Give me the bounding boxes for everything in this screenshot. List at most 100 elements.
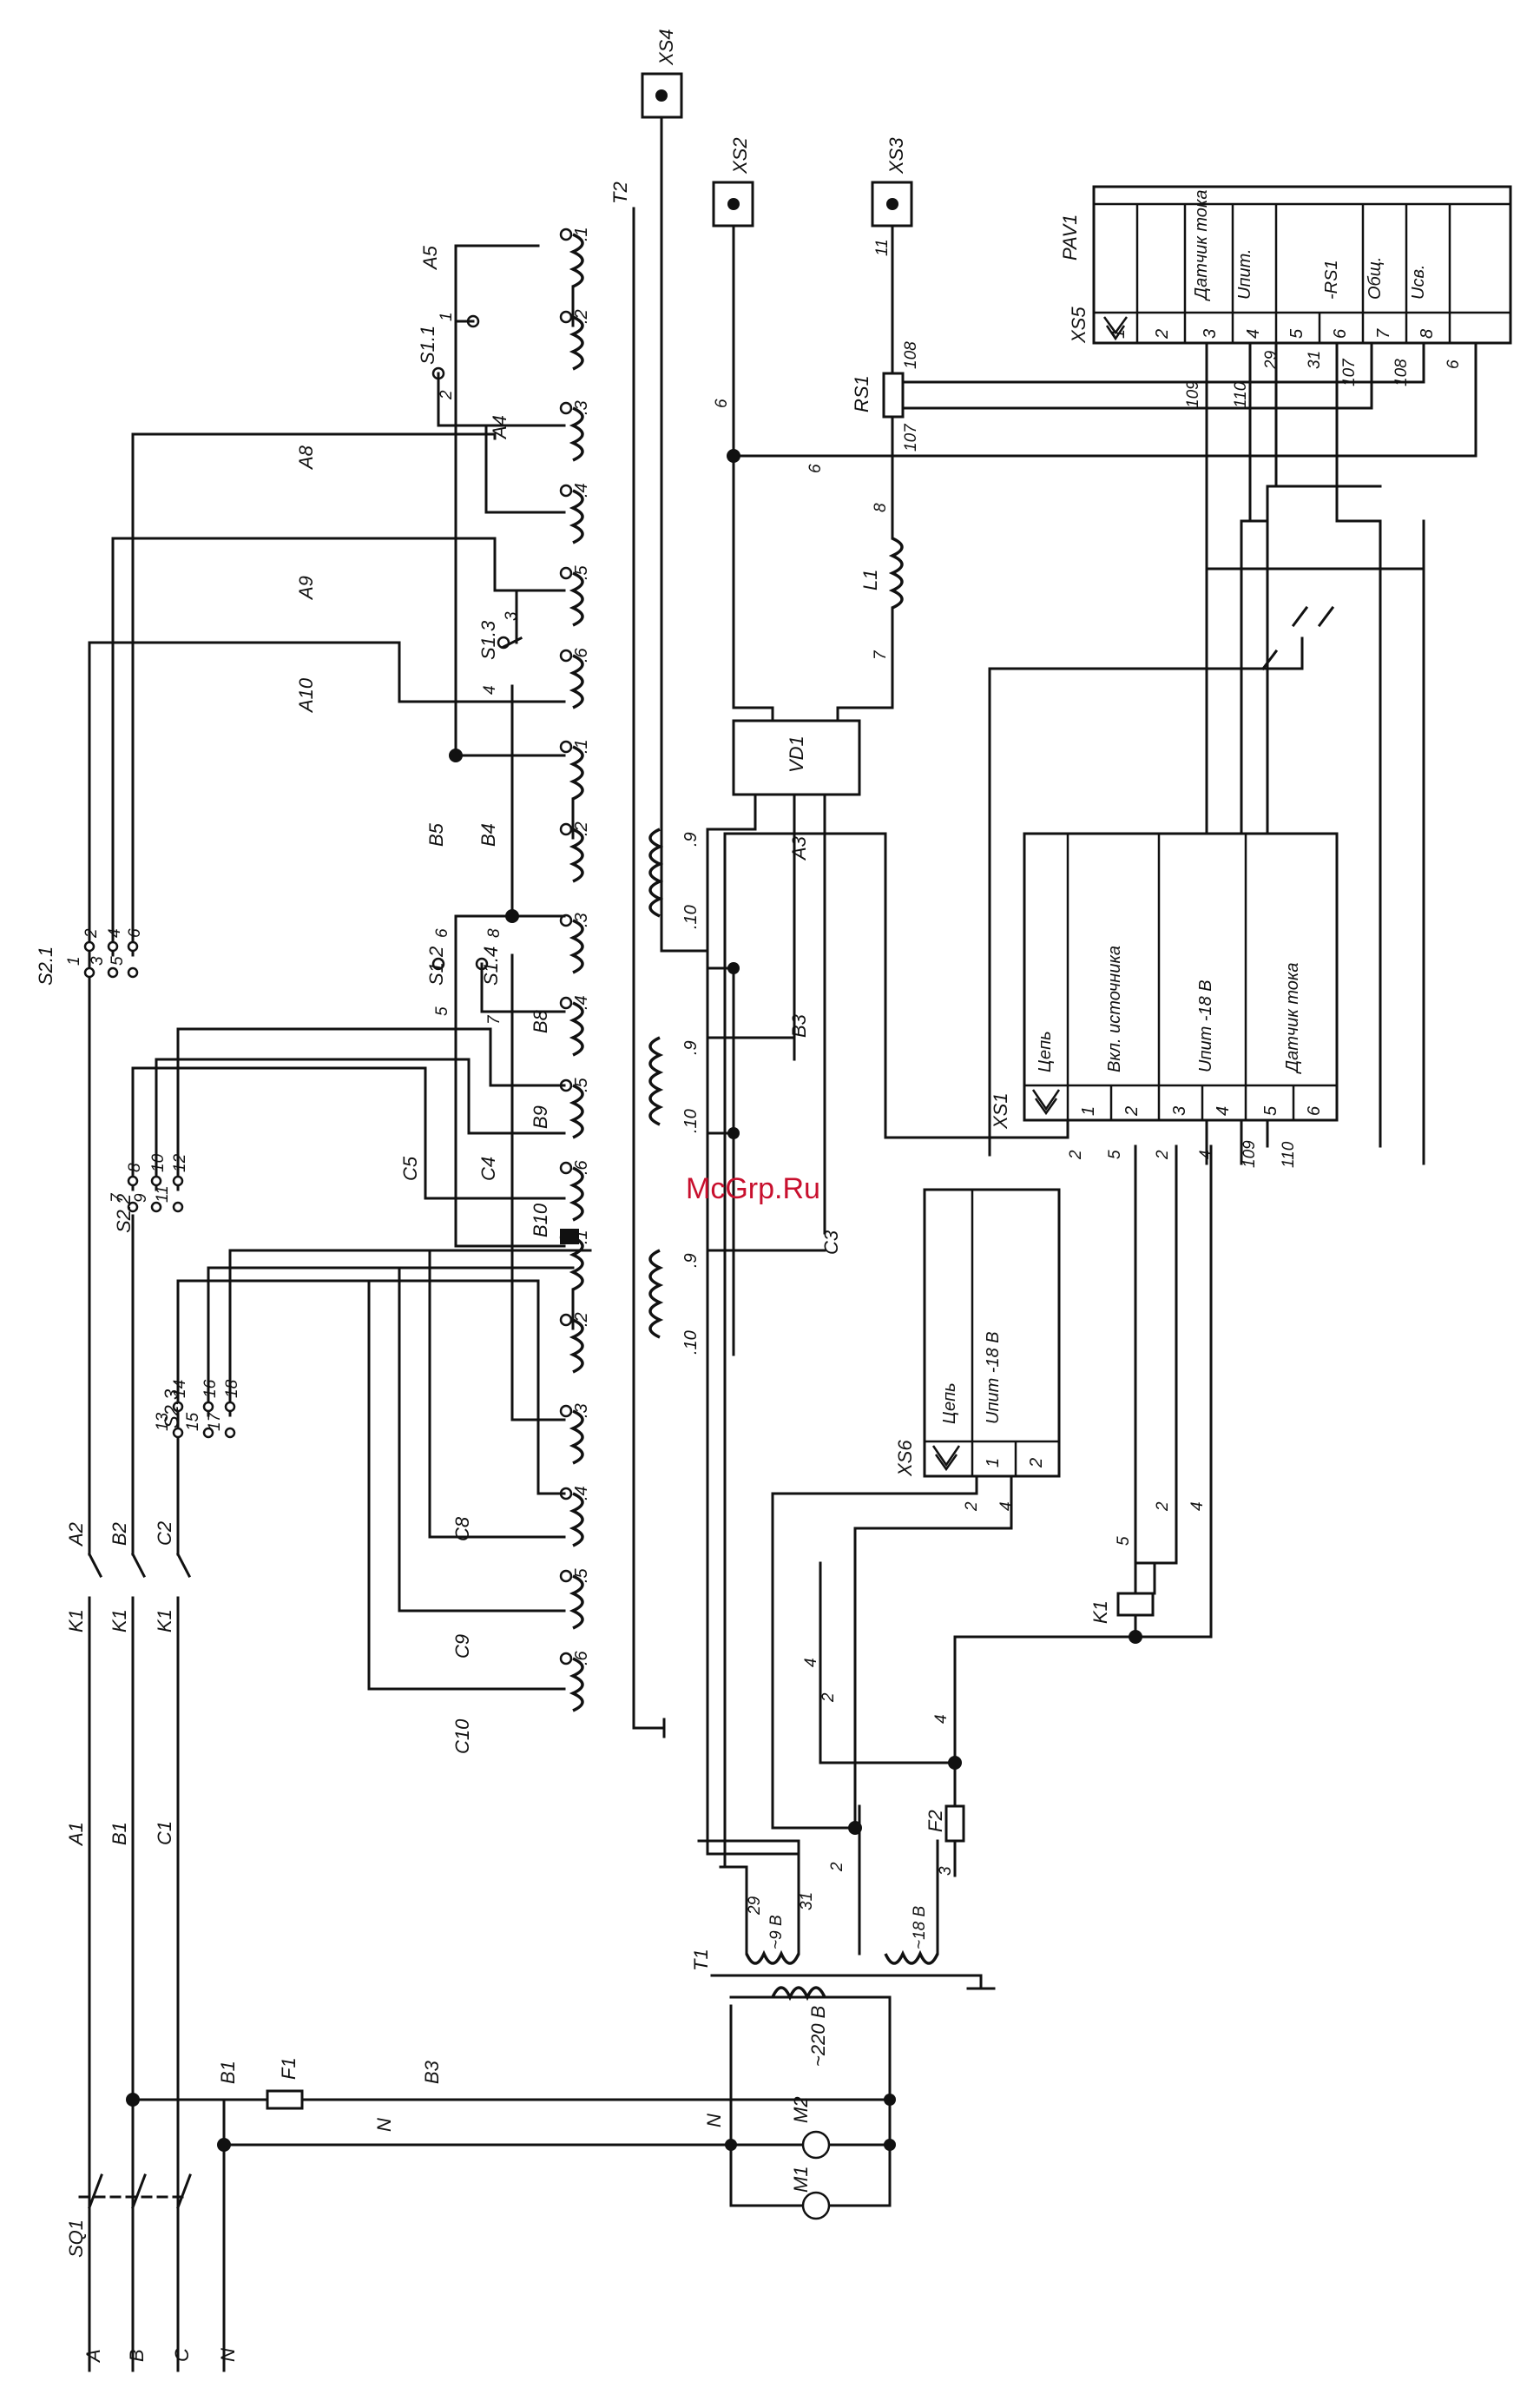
connector-xs5-label: XS5: [1068, 307, 1089, 344]
xs6-wire-label: 2: [963, 1501, 981, 1512]
switch-pin-label: 14: [171, 1380, 189, 1398]
switch-pin-label: 5: [109, 956, 127, 966]
switch-pin-label: 7: [109, 1192, 127, 1203]
wire-b10-label: B10: [530, 1203, 551, 1237]
motor-m1-icon: [801, 2191, 831, 2220]
switch-pin-label: 9: [132, 1193, 150, 1203]
wire-c4-label: C4: [477, 1157, 499, 1181]
xs1-pin-label: 2: [1122, 1106, 1142, 1117]
switch-pin-label: 12: [171, 1153, 189, 1172]
xs1-wire-label: 2: [1154, 1150, 1172, 1160]
t2-tap-label: .6: [572, 647, 591, 663]
t2-label: T2: [609, 181, 631, 204]
fuse-f1-label: F1: [278, 2057, 299, 2080]
motor-m1-label: M1: [790, 2166, 812, 2193]
wire-29-label: 29: [746, 1896, 764, 1916]
t2-tap-label: .4: [572, 483, 591, 498]
wire-2-label: 2: [819, 1692, 838, 1703]
wire-11-label: 11: [873, 239, 892, 256]
wire-8-label: 8: [872, 503, 890, 512]
line-b2-label: B2: [109, 1522, 130, 1546]
wire-2-label: 2: [1154, 1501, 1172, 1512]
switch-pin-label: 2: [82, 928, 101, 939]
motor-n-label: N: [703, 2114, 725, 2127]
switch-pin-label: 1: [438, 312, 456, 321]
switch-pin-label: 7: [485, 1014, 503, 1025]
wire-4-label: 4: [802, 1658, 820, 1667]
t2-tap: [559, 228, 573, 241]
switch-s14-label: S1.4: [480, 946, 502, 986]
wire-c8-label: C8: [451, 1516, 473, 1541]
l1-label: L1: [859, 570, 881, 590]
pav1-wire-label: 6: [1445, 359, 1463, 369]
wire-c10-label: C10: [451, 1718, 473, 1754]
wire-2-label: 2: [828, 1862, 846, 1872]
t2-tap: [559, 1404, 573, 1418]
t2-tap-label: .4: [572, 995, 591, 1010]
xs1-header-label: Вкл. источника: [1105, 946, 1124, 1072]
xs1-wire-label: 2: [1067, 1150, 1085, 1160]
t2-tap: [559, 1569, 573, 1583]
switch-s13-label: S1.3: [477, 620, 499, 660]
t2-tap-label: .5: [572, 1567, 591, 1583]
t2-tap: [559, 740, 573, 754]
wire-a3-label: A3: [788, 835, 810, 861]
t1-primary-label: ~220 В: [807, 2006, 829, 2067]
wire-7-label: 7: [872, 650, 890, 660]
pav1-pin-label: 4: [1244, 329, 1263, 339]
switch-pin-label: 3: [89, 956, 107, 966]
wire-107-label: 107: [902, 423, 920, 452]
s2-switches: [83, 314, 592, 1439]
rectifier-vd1: [732, 719, 861, 796]
pav1-pin-label: 8: [1418, 329, 1437, 339]
line-c1-label: C1: [154, 1821, 175, 1845]
xs1-pin-label: 4: [1214, 1106, 1233, 1116]
t2-tap-label: .1: [572, 739, 591, 754]
motors: [725, 2094, 896, 2220]
switch-s11-label: S1.1: [417, 326, 438, 365]
pav1-block: [1092, 185, 1512, 345]
socket-xs3-label: XS3: [885, 137, 907, 175]
line-b1-label: B1: [109, 1822, 130, 1845]
xs1-pin-label: 6: [1305, 1105, 1324, 1116]
t2-tap: [559, 484, 573, 498]
switch-pin-label: 6: [433, 928, 451, 938]
xs1-wire-label: 4: [1197, 1150, 1215, 1159]
t2-tap-label: .6: [572, 1650, 591, 1665]
contact-k1-label: K1: [154, 1609, 175, 1632]
wire-b5-label: B5: [425, 822, 447, 847]
switch-pin-label: 13: [154, 1412, 172, 1431]
xs1-block: [1023, 832, 1339, 1122]
t2-tap-wires: [367, 244, 579, 1691]
switch-s12-label: S1.2: [425, 946, 447, 986]
t2-tap-label: .5: [572, 1077, 591, 1092]
wire-a10-label: A10: [295, 677, 317, 714]
xs1-header-label: Датчик тока: [1283, 963, 1302, 1074]
socket-xs2-label: XS2: [729, 137, 751, 175]
t2-tap-label: .2: [572, 309, 591, 324]
pav1-header-label: Uпит.: [1235, 248, 1254, 300]
xs6-pin-label: 2: [1027, 1458, 1046, 1468]
t2-tap-label: .6: [572, 1159, 591, 1175]
switch-s21-label: S2.1: [35, 946, 56, 986]
xs1-pin-label: 3: [1170, 1106, 1189, 1116]
xs6-header-label: Цепь: [940, 1382, 959, 1424]
switch-pin-label: 2: [438, 390, 456, 400]
xs6-header-label: Uпит -18 В: [984, 1331, 1003, 1424]
t2-tap: [559, 566, 573, 580]
sockets: [641, 72, 913, 953]
xs1-pin-label: 1: [1079, 1106, 1098, 1116]
wire-31-label: 31: [798, 1892, 816, 1910]
t2-secondary-tap-label: .10: [681, 1109, 701, 1133]
pav1-pin-label: 1: [1109, 329, 1129, 339]
wire-108-label: 108: [902, 341, 920, 369]
switch-pin-label: 18: [223, 1379, 241, 1398]
t2-secondary: [648, 828, 826, 1356]
switch-pin-label: 6: [126, 928, 144, 938]
transformer-t1: [710, 1804, 996, 2103]
pav1-wire-label: 108: [1392, 359, 1411, 386]
t2-tap-label: .2: [572, 821, 591, 836]
pav1-header-label: Uсв.: [1409, 265, 1428, 300]
pav1-header-label: -RS1: [1322, 260, 1341, 300]
